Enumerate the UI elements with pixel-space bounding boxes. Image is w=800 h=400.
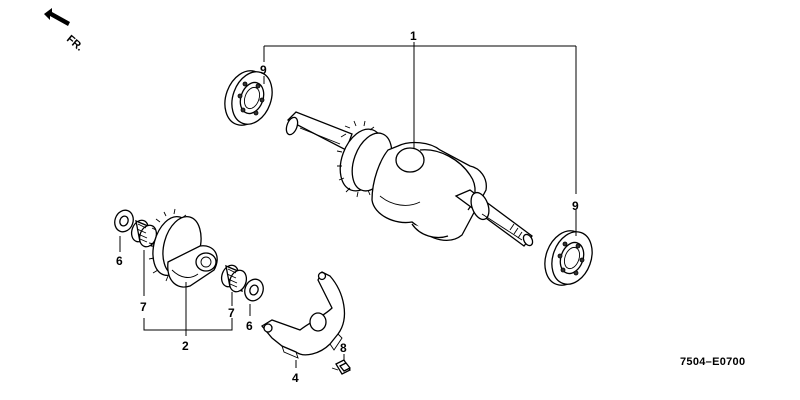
bearing-lower[interactable] [538, 225, 599, 291]
leader-lines [119, 42, 577, 368]
callout-balancer-gear: 2 [182, 339, 189, 353]
balancer-gear[interactable] [147, 208, 218, 288]
crank-timing-gear [336, 120, 393, 198]
crankshaft[interactable] [284, 111, 534, 247]
direction-label: FR. [64, 33, 85, 54]
weight-plate[interactable] [261, 271, 346, 359]
callout-needle-bearing-right: 7 [228, 306, 235, 320]
callout-washer-left: 6 [116, 254, 123, 268]
callout-bolt: 8 [340, 341, 347, 355]
needle-bearing-right[interactable] [219, 263, 250, 294]
washer-right[interactable] [242, 277, 266, 304]
callout-needle-bearing-left: 7 [140, 300, 147, 314]
washer-left[interactable] [112, 208, 136, 235]
callout-bearing-upper: 9 [260, 63, 267, 77]
callout-bearing-lower: 9 [572, 199, 579, 213]
bolt[interactable] [331, 359, 352, 375]
callout-washer-right: 6 [246, 319, 253, 333]
callout-weight-plate: 4 [292, 371, 299, 385]
callout-crankshaft: 1 [410, 29, 417, 43]
bearing-upper[interactable] [218, 65, 279, 131]
front-direction-arrow-icon: FR. [44, 8, 85, 54]
diagram-code: 7504–E0700 [680, 356, 745, 368]
needle-bearing-left[interactable] [129, 218, 160, 249]
